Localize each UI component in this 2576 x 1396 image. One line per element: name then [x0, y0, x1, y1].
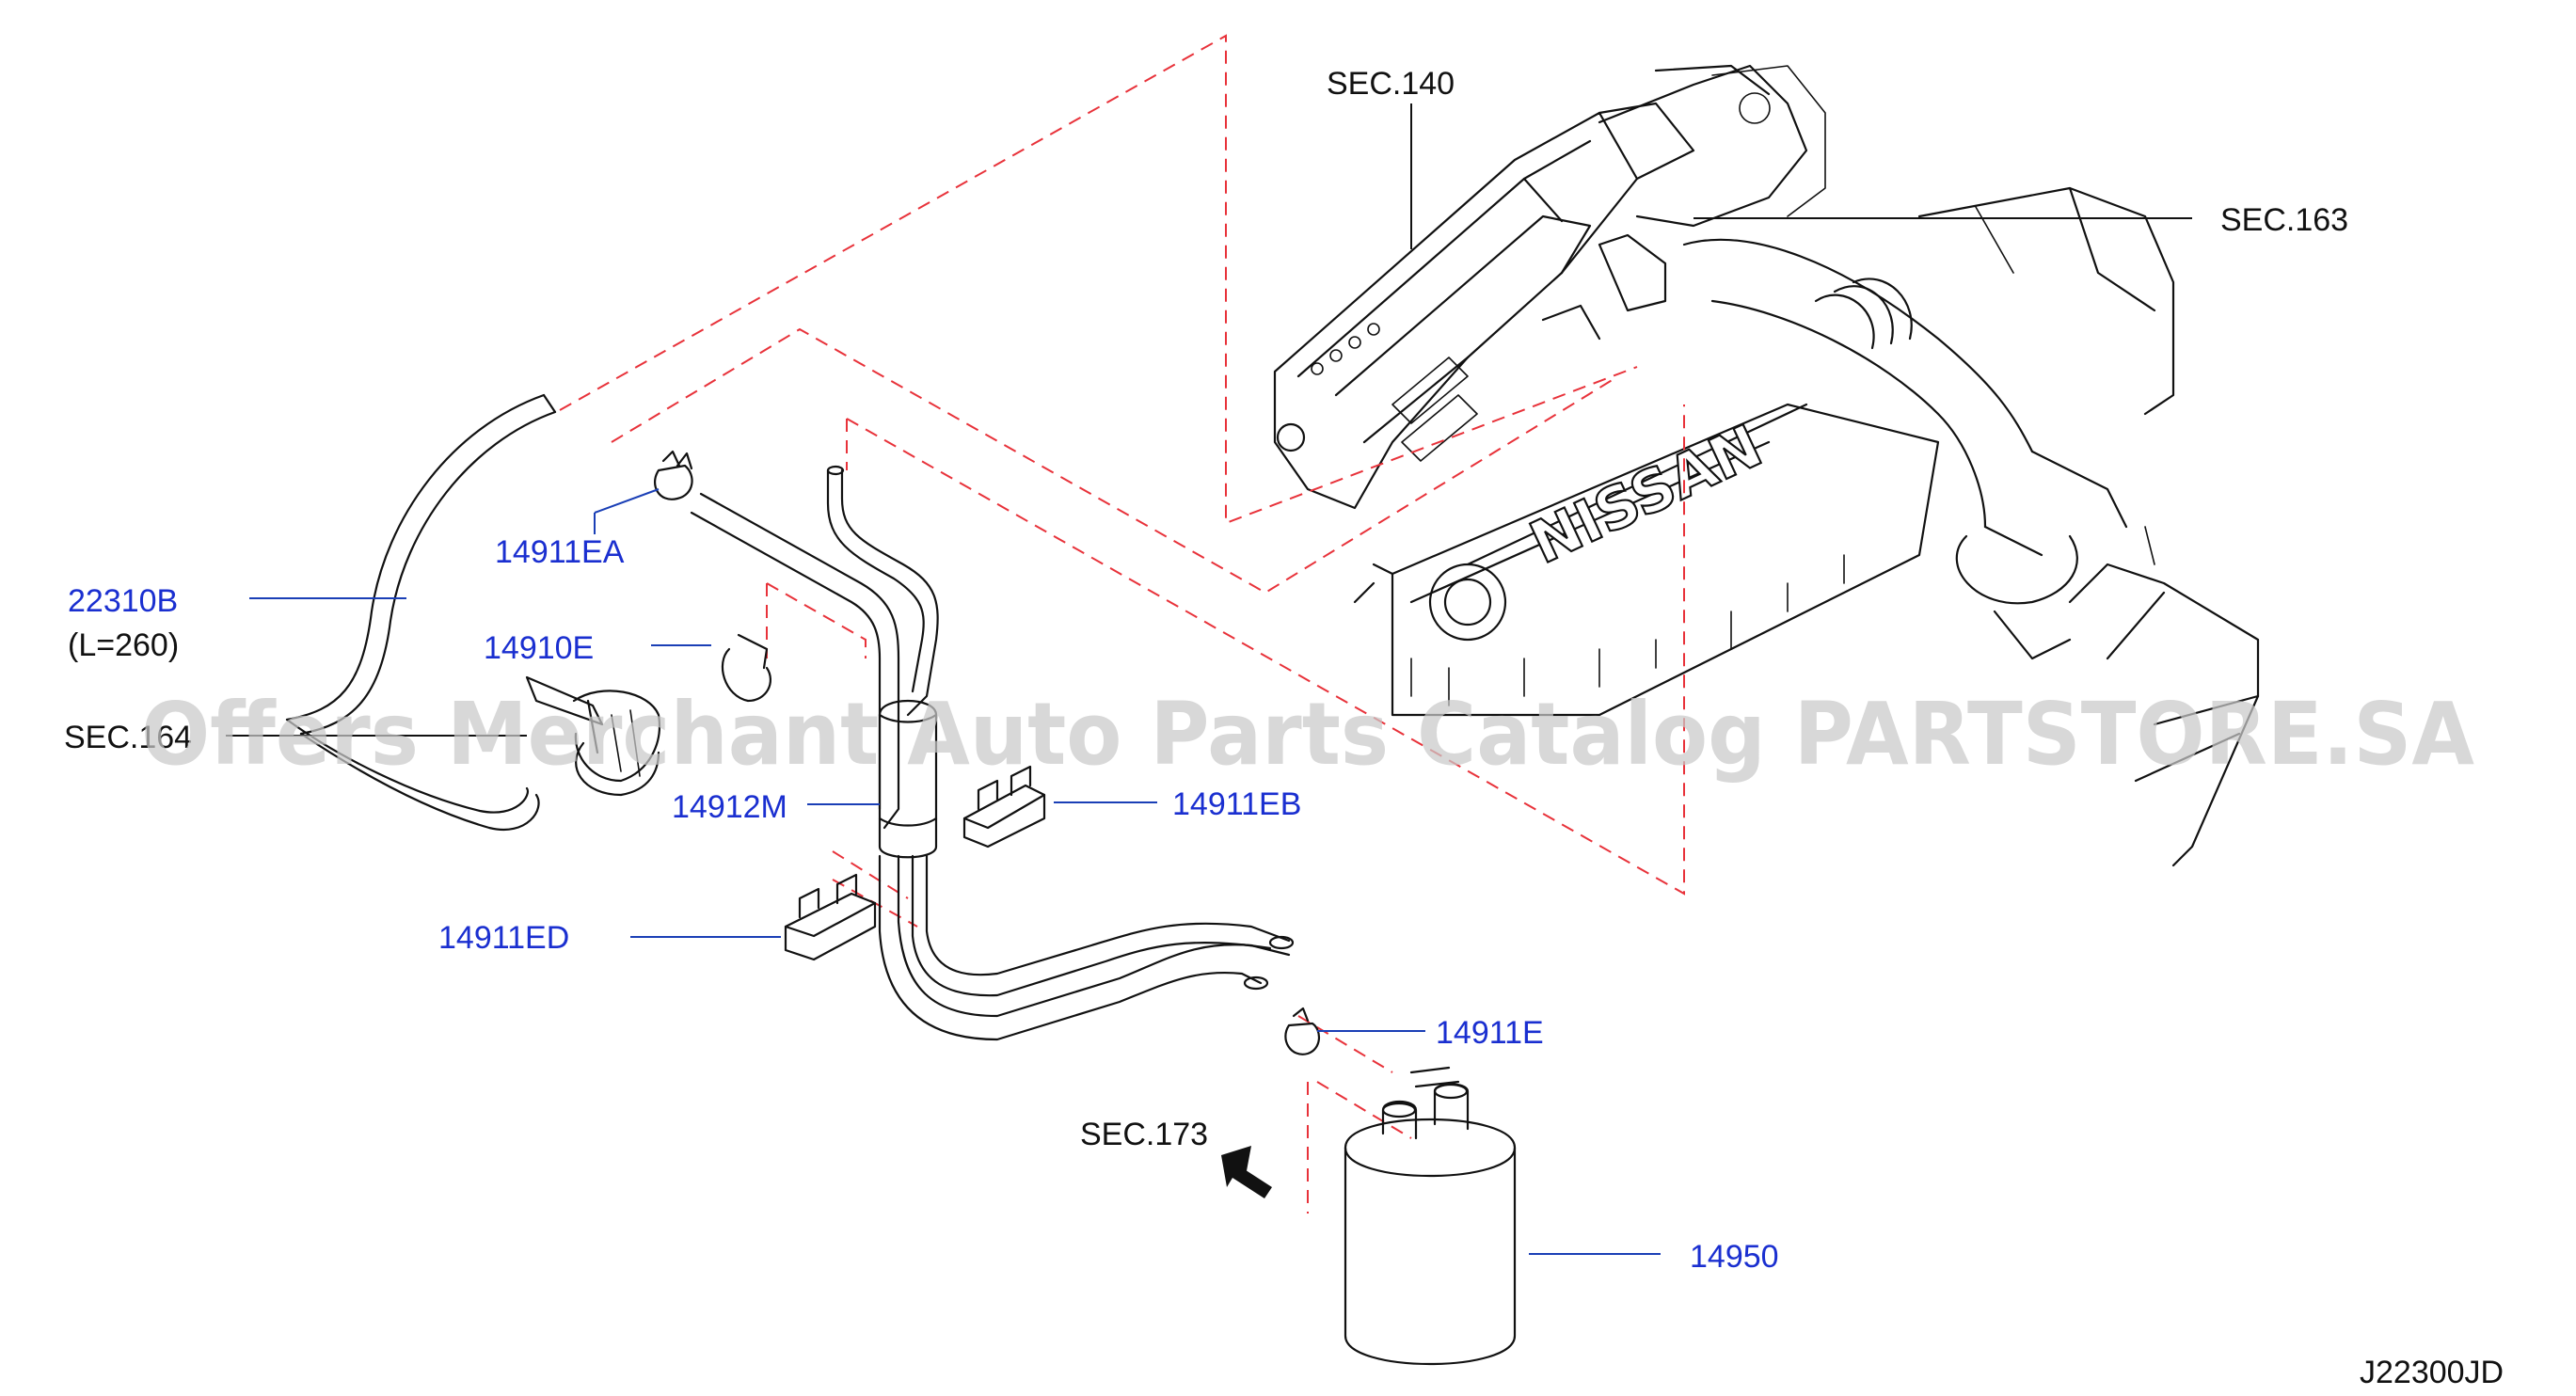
label-14911EB[interactable]: 14911EB	[1172, 786, 1301, 822]
clip-14911EB[interactable]	[962, 765, 1046, 849]
watermark: Offers Merchant Auto Parts Catalog PARTS…	[141, 684, 2474, 785]
label-14911ED[interactable]: 14911ED	[438, 920, 569, 956]
canister-14950[interactable]	[1344, 1066, 1517, 1365]
clamp-14911E[interactable]	[1284, 1007, 1320, 1055]
label-sec163: SEC.163	[2220, 202, 2348, 238]
valve-14910E[interactable]	[525, 675, 661, 797]
leader-lines	[226, 103, 2192, 1255]
hose-14912M[interactable]	[690, 465, 1295, 1041]
clip-14911ED[interactable]	[784, 873, 877, 961]
label-14950[interactable]: 14950	[1690, 1239, 1779, 1275]
label-14910E[interactable]: 14910E	[484, 630, 594, 666]
label-sec164: SEC.164	[64, 720, 192, 755]
label-14911E[interactable]: 14911E	[1436, 1015, 1544, 1051]
label-sec140: SEC.140	[1327, 66, 1455, 102]
direction-arrow-sec173	[1221, 1146, 1272, 1198]
engine-logo: NISSAN	[1519, 411, 1772, 578]
clip-14910E-small[interactable]	[721, 633, 772, 703]
clamp-14911EA[interactable]	[653, 450, 693, 500]
diagram-code: J22300JD	[2360, 1355, 2504, 1390]
label-22310B[interactable]: 22310B	[68, 583, 178, 619]
label-22310B-length: (L=260)	[68, 627, 179, 663]
hose-22310B[interactable]	[285, 393, 557, 831]
label-sec173: SEC.173	[1080, 1117, 1208, 1152]
label-14912M[interactable]: 14912M	[672, 789, 787, 825]
label-14911EA[interactable]: 14911EA	[495, 534, 625, 570]
